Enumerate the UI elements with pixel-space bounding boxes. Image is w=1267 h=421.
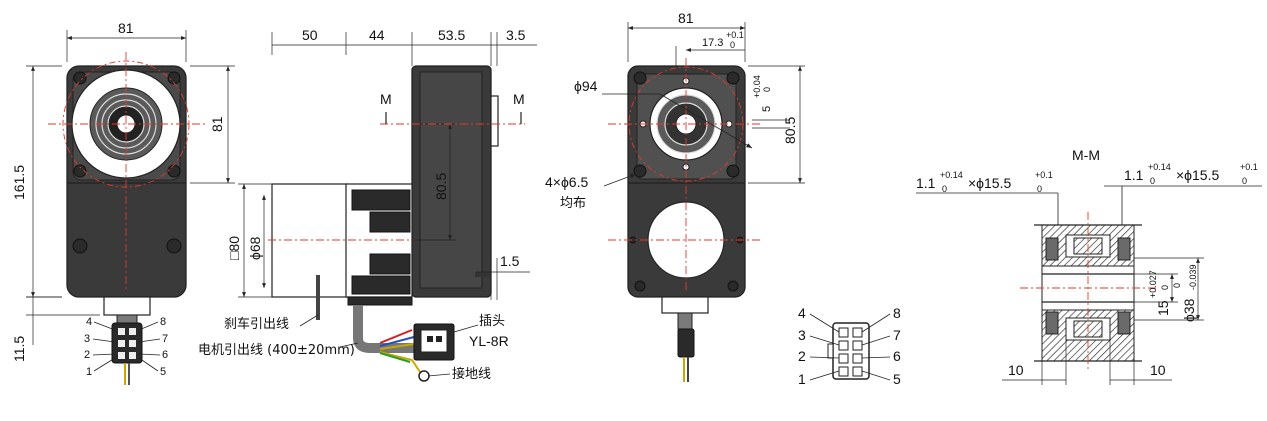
groove-right-dia-tol-lower: 0 <box>1242 176 1247 186</box>
section-bore-tol-upper: +0.027 <box>1148 270 1158 298</box>
gear-dim-holes: 4×ϕ6.5 <box>545 174 588 190</box>
groove-right-tol-upper: +0.14 <box>1148 162 1171 172</box>
gear-key-tol-lower: 0 <box>762 87 772 92</box>
front-pin-3: 3 <box>84 333 90 345</box>
groove-left-dia-tol-lower: 0 <box>1037 184 1042 194</box>
plug-label: 插头 <box>479 314 505 329</box>
side-dim-c: 53.5 <box>438 27 465 43</box>
groove-left: 1.1 <box>916 175 936 191</box>
side-dim-a: 50 <box>302 27 318 43</box>
section-title: M-M <box>1072 147 1100 163</box>
conn-pin-1: 1 <box>798 371 806 387</box>
groove-right-dia: ×ϕ15.5 <box>1176 167 1219 183</box>
plug-model: YL-8R <box>469 333 509 349</box>
groove-right-tol-lower: 0 <box>1150 176 1155 186</box>
groove-left-tol-upper: +0.14 <box>940 170 963 180</box>
conn-pin-8: 8 <box>893 305 901 321</box>
front-dim-connector: 11.5 <box>11 336 27 362</box>
conn-pin-7: 7 <box>893 327 901 343</box>
groove-left-dia-tol-upper: +0.1 <box>1035 170 1053 180</box>
groove-right-dia-tol-upper: +0.1 <box>1240 162 1258 172</box>
gear-dim-height: 80.5 <box>782 117 798 144</box>
section-outer-tol-upper: 0 <box>1172 283 1182 288</box>
section-dim-left: 10 <box>1008 362 1024 378</box>
side-dim-square: □80 <box>226 236 242 260</box>
gear-dim-pcd: ϕ94 <box>574 78 598 94</box>
gear-label-evenly: 均布 <box>560 196 586 211</box>
conn-pin-3: 3 <box>798 327 806 343</box>
gear-offset-tol-upper: +0.1 <box>726 30 744 40</box>
gear-key-tol-upper: +0.04 <box>752 75 762 98</box>
section-bore: 15 <box>1155 300 1171 316</box>
section-bore-tol-lower: 0 <box>1160 285 1170 290</box>
front-pin-2: 2 <box>84 349 90 361</box>
gear-dim-offset: 17.3 <box>702 37 723 49</box>
front-dim-height: 161.5 <box>11 165 27 200</box>
conn-pin-2: 2 <box>798 348 806 364</box>
front-pin-5: 5 <box>160 366 166 378</box>
gearbox-view: 81 17.3 +0.1 0 80.5 5 +0.04 0 <box>545 10 805 382</box>
front-pin-7: 7 <box>162 333 168 345</box>
front-dim-width: 81 <box>118 20 134 36</box>
front-view: 81 161.5 81 <box>11 20 235 385</box>
side-dim-dia: ϕ68 <box>247 236 263 260</box>
front-pin-4: 4 <box>86 316 92 328</box>
side-dim-b: 44 <box>369 27 385 43</box>
section-view: M-M 1.1 +0.14 0 ×ϕ15.5 +0.1 0 1.1 +0.14 … <box>916 147 1262 385</box>
front-pin-1: 1 <box>86 366 92 378</box>
gear-dim-key: 5 <box>761 106 773 112</box>
ground-lead-label: 接地线 <box>452 366 491 382</box>
side-dim-d: 3.5 <box>506 27 526 43</box>
side-dim-gap: 1.5 <box>500 253 520 269</box>
conn-pin-5: 5 <box>893 371 901 387</box>
gear-dim-width: 81 <box>678 10 694 26</box>
side-dim-shaft-offset: 80.5 <box>433 173 449 200</box>
front-pin-8: 8 <box>160 316 166 328</box>
front-dim-flange: 81 <box>209 116 225 132</box>
groove-left-dia: ×ϕ15.5 <box>968 175 1011 191</box>
section-dim-right: 10 <box>1150 362 1166 378</box>
groove-right: 1.1 <box>1124 167 1144 183</box>
section-outer-tol-lower: -0.039 <box>1188 264 1198 290</box>
motor-lead-label: 电机引出线 (400±20mm) <box>198 343 355 358</box>
front-pin-6: 6 <box>162 349 168 361</box>
connector-view: 4 3 2 1 8 7 6 5 <box>798 305 901 387</box>
brake-lead-label: 刹车引出线 <box>224 316 289 332</box>
conn-pin-4: 4 <box>798 305 806 321</box>
gear-offset-tol-lower: 0 <box>730 40 735 50</box>
groove-left-tol-lower: 0 <box>942 184 947 194</box>
side-view: 50 44 53.5 3.5 □80 ϕ68 80.5 1.5 <box>198 27 537 382</box>
section-mark-right: M <box>513 91 525 107</box>
section-outer: ϕ38 <box>1181 298 1197 322</box>
conn-pin-6: 6 <box>893 348 901 364</box>
section-mark-left: M <box>380 91 392 107</box>
